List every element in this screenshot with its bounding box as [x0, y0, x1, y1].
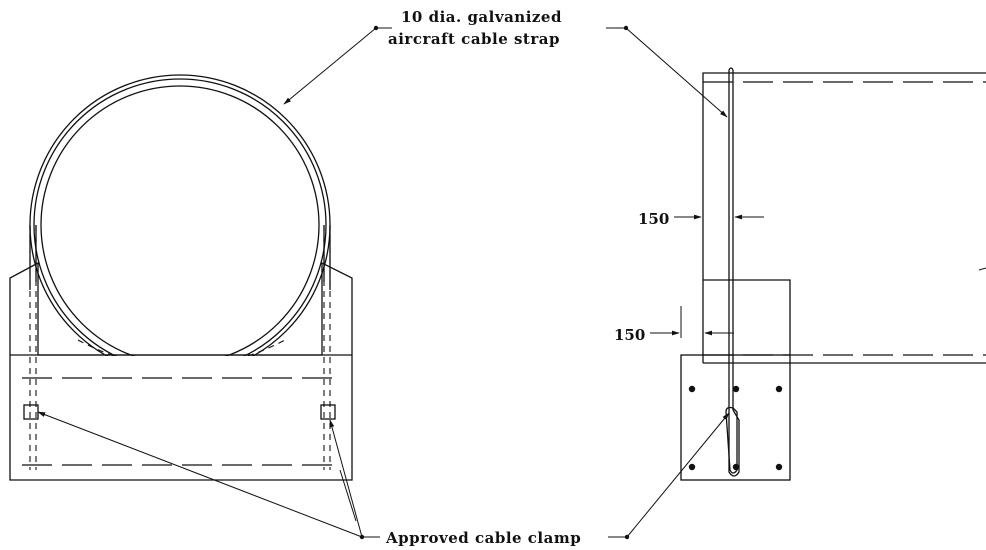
bolt-icon [775, 385, 783, 393]
bolt-icon [688, 463, 696, 471]
elevation-view-right [680, 67, 986, 481]
base-plate [680, 354, 791, 481]
pipe-hidden-arc [77, 339, 286, 369]
cable-label-line1: 10 dia. galvanized [401, 8, 562, 26]
annotations: 10 dia. galvanized aircraft cable strap … [37, 8, 764, 547]
pipe-outer-circle [29, 74, 331, 376]
bolt-icon [688, 385, 696, 393]
cable-clamp-elevation [725, 406, 738, 474]
pipe-inner-circle [40, 85, 320, 365]
pipe-body-outline [702, 72, 986, 280]
bolt-icon [775, 463, 783, 471]
clamp-label: Approved cable clamp [385, 529, 581, 547]
cable-label-line2: aircraft cable strap [388, 30, 560, 48]
section-view-left [9, 74, 353, 481]
dimension-upper: 150 [638, 210, 669, 228]
bolt-icon [732, 385, 740, 393]
bolt-icon [732, 463, 740, 471]
cable-clamp-right [320, 404, 336, 420]
saddle-upper-block [703, 279, 791, 355]
pipe-strap-circle [33, 78, 327, 372]
dimension-lower: 150 [614, 326, 645, 344]
cable-strap-elevation [728, 70, 740, 477]
